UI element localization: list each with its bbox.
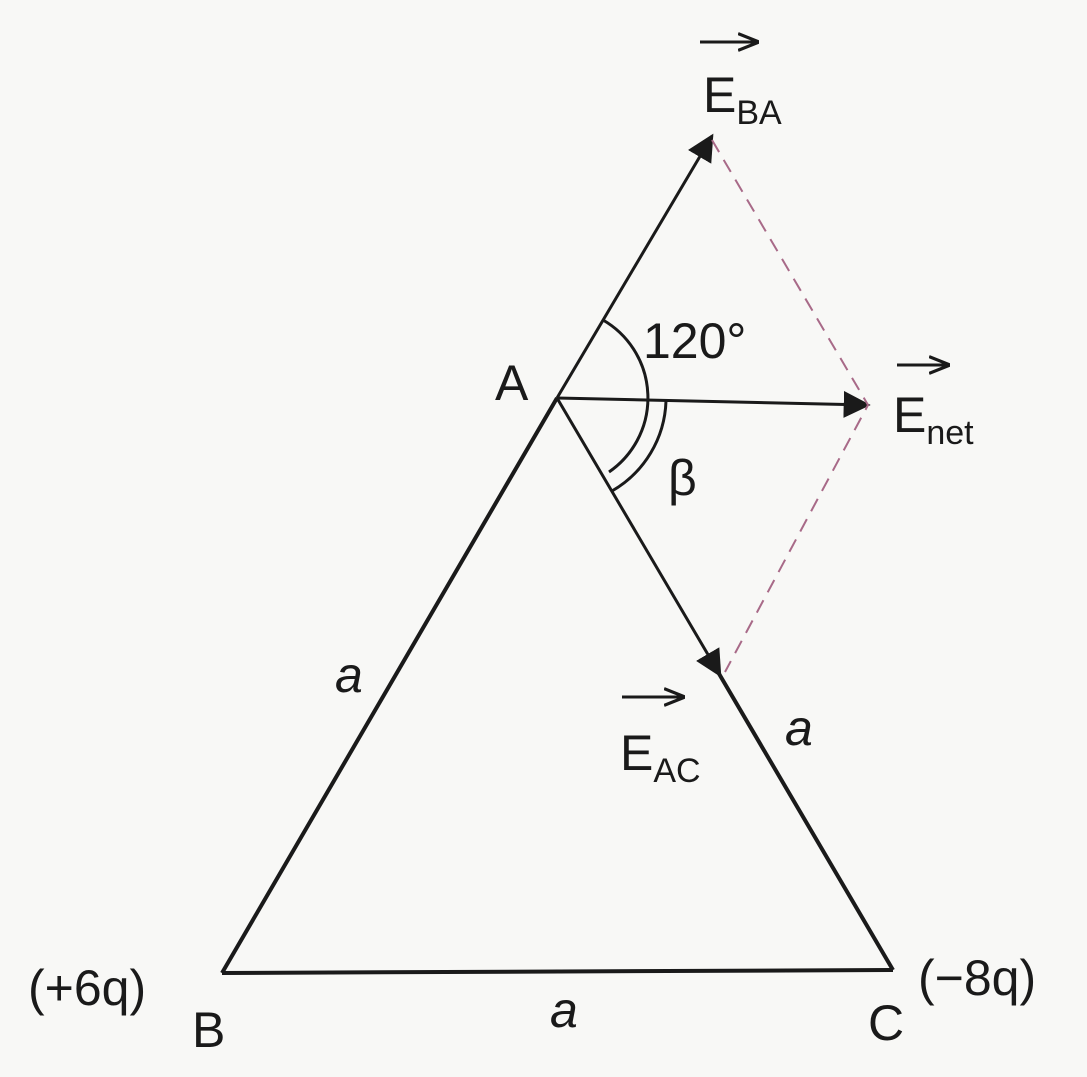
e-ba-label: EBA (703, 67, 782, 132)
e-ac-label: EAC (620, 725, 701, 790)
parallelogram-dashed (711, 139, 870, 673)
side-ab-label: a (335, 647, 363, 703)
side-bc-label: a (550, 982, 578, 1038)
angle-arc-120 (602, 318, 650, 474)
vector-e-ba (555, 133, 714, 399)
charge-b-label: (+6q) (28, 960, 146, 1016)
angle-beta-label: β (668, 450, 697, 506)
side-ab (220, 396, 559, 975)
vertex-c-label: C (868, 995, 904, 1051)
side-ac-label: a (785, 700, 813, 756)
side-ac-lower (716, 670, 895, 972)
angle-arc-beta (611, 400, 668, 493)
vector-e-net (556, 390, 871, 418)
vertex-b-label: B (192, 1002, 225, 1058)
angle-120-label: 120° (643, 313, 746, 369)
charge-c-label: (−8q) (918, 950, 1036, 1006)
vertex-a-label: A (495, 355, 529, 411)
side-bc (221, 968, 894, 975)
vector-e-ac (555, 397, 722, 678)
e-net-label: Enet (893, 387, 974, 452)
